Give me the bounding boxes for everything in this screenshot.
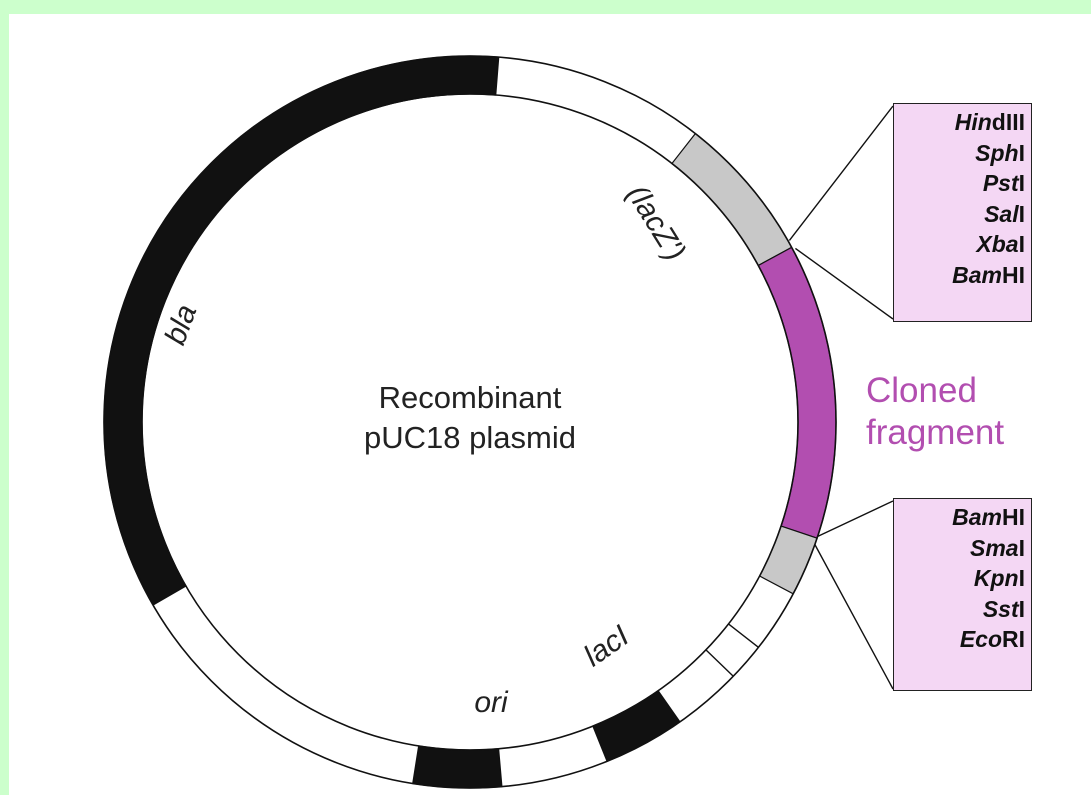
restriction-site-prefix: Xba: [976, 231, 1019, 257]
restriction-site-prefix: Sst: [982, 595, 1019, 622]
restriction-site-suffix: I: [1018, 565, 1025, 591]
restriction-site-prefix: Pst: [982, 170, 1019, 196]
restriction-site-prefix: Sma: [970, 534, 1019, 561]
restriction-site: SmaI: [894, 533, 1031, 564]
ring-inner-edge: [141, 93, 799, 751]
restriction-site-prefix: Bam: [952, 261, 1002, 288]
restriction-site: XbaI: [894, 229, 1031, 260]
restriction-site: BamHI: [894, 502, 1031, 533]
restriction-site-prefix: Eco: [959, 626, 1002, 652]
restriction-site: KpnI: [894, 563, 1031, 594]
leader-line: [794, 247, 894, 320]
restriction-site-suffix: dIII: [991, 109, 1025, 135]
restriction-site-suffix: I: [1018, 595, 1025, 622]
cloned-label-line2: fragment: [866, 413, 1005, 452]
cloned-fragment-label: Cloned fragment: [866, 370, 1004, 454]
restriction-site: BamHI: [894, 260, 1031, 291]
plasmid-title: Recombinant pUC18 plasmid: [270, 378, 670, 458]
restriction-site-suffix: RI: [1002, 626, 1025, 652]
restriction-site-suffix: I: [1018, 200, 1025, 227]
restriction-site-suffix: HI: [1002, 504, 1025, 530]
leader-line: [788, 105, 894, 241]
restriction-site-prefix: Kpn: [973, 565, 1019, 591]
restriction-site-suffix: HI: [1002, 261, 1025, 288]
restriction-site-suffix: I: [1018, 170, 1025, 196]
plasmid-title-line1: Recombinant: [378, 380, 562, 415]
restriction-site: HindIII: [894, 107, 1031, 138]
restriction-site-prefix: Hin: [954, 109, 992, 135]
restriction-site: SstI: [894, 594, 1031, 625]
segment-ori: [412, 745, 503, 789]
restriction-site-prefix: Sal: [984, 200, 1019, 227]
gene-label-laci: lacI: [578, 619, 635, 673]
plasmid-ring: [103, 55, 837, 789]
gene-label-lacz: (lacZ'): [620, 179, 692, 266]
plasmid-title-line2: pUC18 plasmid: [364, 420, 576, 455]
restriction-site: SphI: [894, 138, 1031, 169]
restriction-site-suffix: I: [1018, 534, 1025, 561]
ring-divider: [705, 649, 734, 677]
restriction-site: PstI: [894, 168, 1031, 199]
restriction-site-suffix: I: [1018, 139, 1025, 166]
gene-label-bla: bla: [159, 300, 204, 349]
cloned-label-line1: Cloned: [866, 371, 977, 410]
gene-label-ori: ori: [474, 686, 509, 719]
restriction-site-prefix: Sph: [975, 139, 1019, 166]
ring-outer-edge: [103, 55, 837, 789]
restriction-site: SalI: [894, 199, 1031, 230]
leader-lines: [788, 105, 894, 690]
restriction-site-prefix: Bam: [952, 504, 1002, 530]
leader-line: [816, 500, 894, 538]
ring-divider: [728, 623, 759, 648]
restriction-site: EcoRI: [894, 624, 1031, 655]
leader-line: [814, 544, 894, 690]
restriction-site-suffix: I: [1018, 231, 1025, 257]
